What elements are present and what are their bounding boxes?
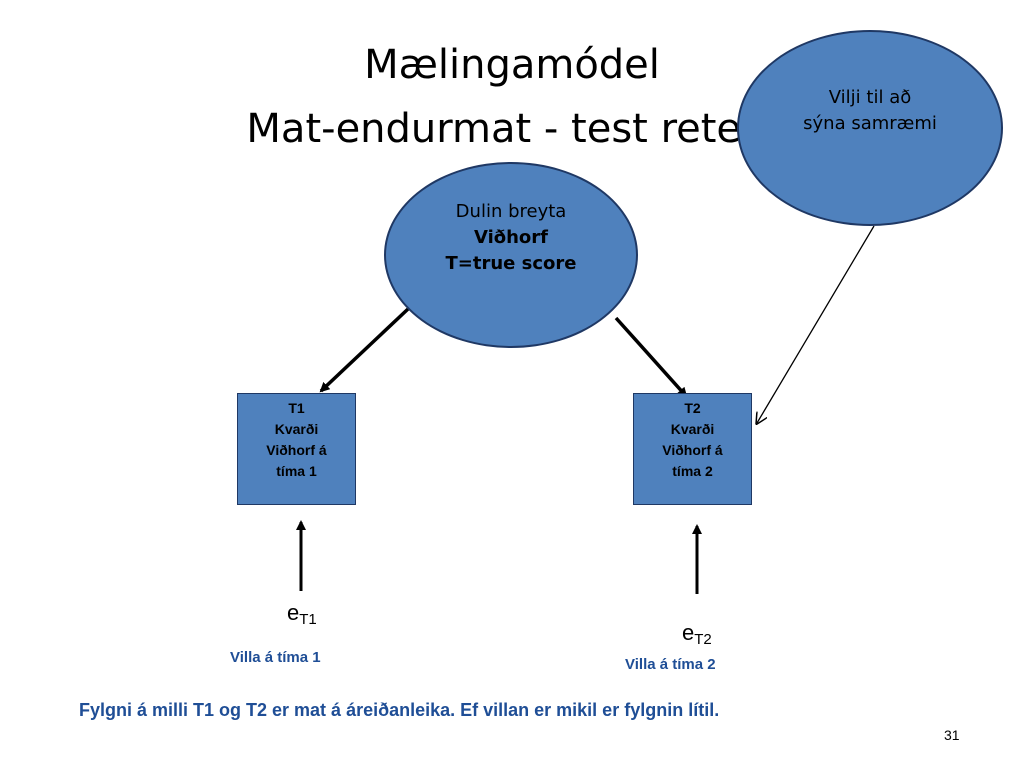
latent-variable-node: Dulin breyta Viðhorf T=true score: [384, 162, 638, 348]
latent-line-1: Dulin breyta: [455, 201, 567, 222]
box1-line-1: T1: [288, 400, 305, 416]
error-t2-caption: Villa á tíma 2: [625, 656, 716, 673]
box2-line-2: Kvarði: [670, 421, 715, 437]
error-t2-label: eT2: [682, 620, 712, 648]
measure-t2-box: T2 Kvarði Viðhorf á tíma 2: [633, 393, 752, 505]
error-t2-base: e: [682, 620, 695, 645]
footer-note: Fylgni á milli T1 og T2 er mat á áreiðan…: [79, 700, 720, 720]
willingness-node: Vilji til að sýna samræmi: [737, 30, 1003, 226]
arrow-latent-to-t2: [614, 316, 688, 398]
title-line-1: Mælingamódel: [364, 42, 660, 88]
arrow-latent-to-t1: [319, 307, 410, 393]
error-t1-label: eT1: [287, 600, 317, 628]
title-line-2: Mat-endurmat - test retest: [246, 106, 778, 152]
box1-line-4: tíma 1: [276, 463, 317, 479]
latent-line-2: Viðhorf: [473, 227, 549, 248]
error-t1-sub: T1: [299, 611, 317, 628]
arrow-will-to-t2: [757, 225, 875, 423]
box1-line-2: Kvarði: [274, 421, 319, 437]
willingness-line-1: Vilji til að: [828, 87, 912, 108]
page-number: 31: [944, 727, 960, 743]
error-t1-base: e: [287, 600, 300, 625]
measure-t1-box: T1 Kvarði Viðhorf á tíma 1: [237, 393, 356, 505]
box1-line-3: Viðhorf á: [266, 442, 327, 458]
willingness-line-2: sýna samræmi: [803, 113, 937, 134]
box2-line-4: tíma 2: [672, 463, 713, 479]
error-t2-sub: T2: [694, 631, 712, 648]
error-t1-caption: Villa á tíma 1: [230, 649, 321, 666]
box2-line-3: Viðhorf á: [662, 442, 723, 458]
box2-line-1: T2: [684, 400, 701, 416]
latent-line-3: T=true score: [445, 253, 577, 274]
